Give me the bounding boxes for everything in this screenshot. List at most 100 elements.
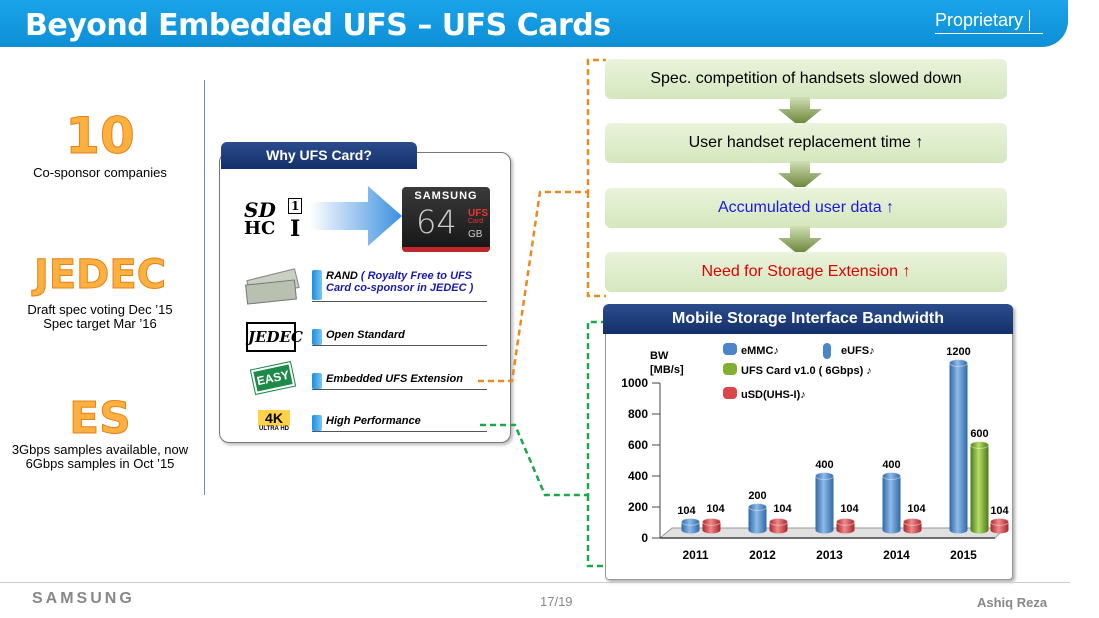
down-arrow-icon xyxy=(778,97,822,123)
data-label: 400 xyxy=(815,459,833,471)
data-label: 104 xyxy=(677,505,696,517)
samsung-logo: SAMSUNG xyxy=(32,590,135,607)
sd-text: SD xyxy=(244,198,276,222)
bar-3-2-top xyxy=(836,517,855,526)
feature-label: Open Standard xyxy=(326,329,405,341)
flow-step-text: Need for Storage Extension xyxy=(701,263,903,280)
feature-sub: ( Royalty Free to UFS Card co-sponsor in… xyxy=(326,270,474,294)
stat-sponsors: 10 Co-sponsor companies xyxy=(0,108,200,180)
bar-0-2-top xyxy=(815,472,834,480)
bar-3-3-top xyxy=(903,517,922,526)
bar-0-3 xyxy=(882,476,901,530)
bar-0-4 xyxy=(949,363,968,530)
y-axis-label: BW xyxy=(650,350,669,362)
legend-swatch xyxy=(723,387,737,399)
x-tick-label: 2011 xyxy=(682,548,708,562)
legend-label: uSD(UHS-I)♪ xyxy=(741,389,806,401)
stat-desc: Co-sponsor companies xyxy=(33,165,167,180)
legend-swatch xyxy=(723,363,737,375)
flow-step-text: User handset replacement time xyxy=(688,134,916,151)
u1-mark: 1 xyxy=(288,198,303,214)
jedec-logo: JEDEC xyxy=(246,322,303,352)
title-bar: Beyond Embedded UFS – UFS Cards Propriet… xyxy=(0,0,1068,47)
x-tick-label: 2014 xyxy=(883,548,910,562)
hc-text: HC xyxy=(244,218,276,239)
bar-0-1-top xyxy=(748,503,767,511)
y-tick-label: 400 xyxy=(628,469,648,483)
card-card: Card xyxy=(468,218,484,225)
feature-embedded-ufs: Embedded UFS Extension xyxy=(312,373,487,390)
x-tick-label: 2015 xyxy=(950,548,977,562)
proprietary-tag: Proprietary xyxy=(935,10,1031,31)
card-brand: SAMSUNG xyxy=(414,190,478,202)
bar-3-1-base xyxy=(769,526,788,534)
feature-open-standard: Open Standard xyxy=(312,329,487,346)
bar-0-2-base xyxy=(815,526,834,534)
y-tick-label: 1000 xyxy=(621,376,648,390)
stat-desc: 3Gbps samples available, now xyxy=(11,442,189,457)
up-arrow-icon: ↑ xyxy=(886,199,895,216)
data-label: 104 xyxy=(706,503,725,515)
bar-0-2 xyxy=(815,476,834,530)
stat-es: ES 3Gbps samples available, now 6Gbps sa… xyxy=(0,393,200,471)
legend-swatch xyxy=(723,343,737,355)
4k-text: 4K xyxy=(258,410,290,426)
chart-title: Mobile Storage Interface Bandwidth xyxy=(603,304,1013,334)
bar-3-0-top xyxy=(702,517,721,526)
flow-step-3: Accumulated user data ↑ xyxy=(605,188,1007,228)
data-label: 1200 xyxy=(946,346,970,358)
bar-2-4 xyxy=(970,445,989,530)
card-ufs: UFS xyxy=(468,208,488,219)
data-label: 200 xyxy=(748,490,766,502)
flow-step-text: Accumulated user data xyxy=(717,199,887,216)
bar-3-3 xyxy=(903,521,922,530)
page-number: 17/19 xyxy=(540,594,573,609)
stat-big: JEDEC xyxy=(33,252,167,299)
feature-rand: RAND ( Royalty Free to UFS Card co-spons… xyxy=(312,270,487,302)
bar-3-0 xyxy=(702,521,721,530)
feature-label: High Performance xyxy=(326,415,421,427)
legend-label: eUFS♪ xyxy=(841,345,875,357)
bar-0-3-top xyxy=(882,472,901,480)
x-tick-label: 2013 xyxy=(816,548,843,562)
y-tick-label: 200 xyxy=(628,500,648,514)
data-label: 104 xyxy=(907,503,926,515)
uhs-text: I xyxy=(290,216,301,242)
down-arrow-icon xyxy=(778,226,822,252)
sdhc-logo: SD HC I 1 xyxy=(244,198,304,242)
bar-0-0-top xyxy=(681,517,700,526)
page-title: Beyond Embedded UFS – UFS Cards xyxy=(25,8,611,43)
stat-desc: 6Gbps samples in Oct ’15 xyxy=(25,456,175,471)
stat-big: 10 xyxy=(65,107,136,165)
up-arrow-icon: ↑ xyxy=(915,134,924,151)
ufs-card-image: SAMSUNG 64 GB UFS Card xyxy=(402,187,490,252)
flow-step-text: Spec. competition of handsets slowed dow… xyxy=(650,70,962,87)
bar-3-3-base xyxy=(903,526,922,534)
feature-tab xyxy=(312,415,322,431)
flow-step-1: Spec. competition of handsets slowed dow… xyxy=(605,59,1007,99)
bar-0-1 xyxy=(748,507,767,530)
y-axis-label: [MB/s] xyxy=(650,364,684,376)
legend-label: UFS Card v1.0 ( 6Gbps) ♪ xyxy=(741,365,872,377)
bar-3-4-base xyxy=(990,526,1009,534)
proprietary-underline xyxy=(935,33,1043,34)
bar-3-0-base xyxy=(702,526,721,534)
stat-big: ES xyxy=(69,393,132,444)
bar-3-1-top xyxy=(769,517,788,526)
bar-2-4-base xyxy=(970,526,989,534)
feature-tab xyxy=(312,270,322,300)
legend-swatch xyxy=(823,343,831,359)
bar-3-4 xyxy=(990,521,1009,530)
bar-3-2 xyxy=(836,521,855,530)
bar-0-0 xyxy=(681,521,700,530)
y-tick-label: 800 xyxy=(628,407,648,421)
footer-divider xyxy=(0,582,1070,583)
flow-step-2: User handset replacement time ↑ xyxy=(605,123,1007,163)
bar-0-0-base xyxy=(681,526,700,534)
x-tick-label: 2012 xyxy=(749,548,776,562)
up-arrow-icon: ↑ xyxy=(902,263,911,280)
data-label: 104 xyxy=(773,503,792,515)
feature-label: RAND xyxy=(326,270,358,282)
data-label: 104 xyxy=(840,503,859,515)
